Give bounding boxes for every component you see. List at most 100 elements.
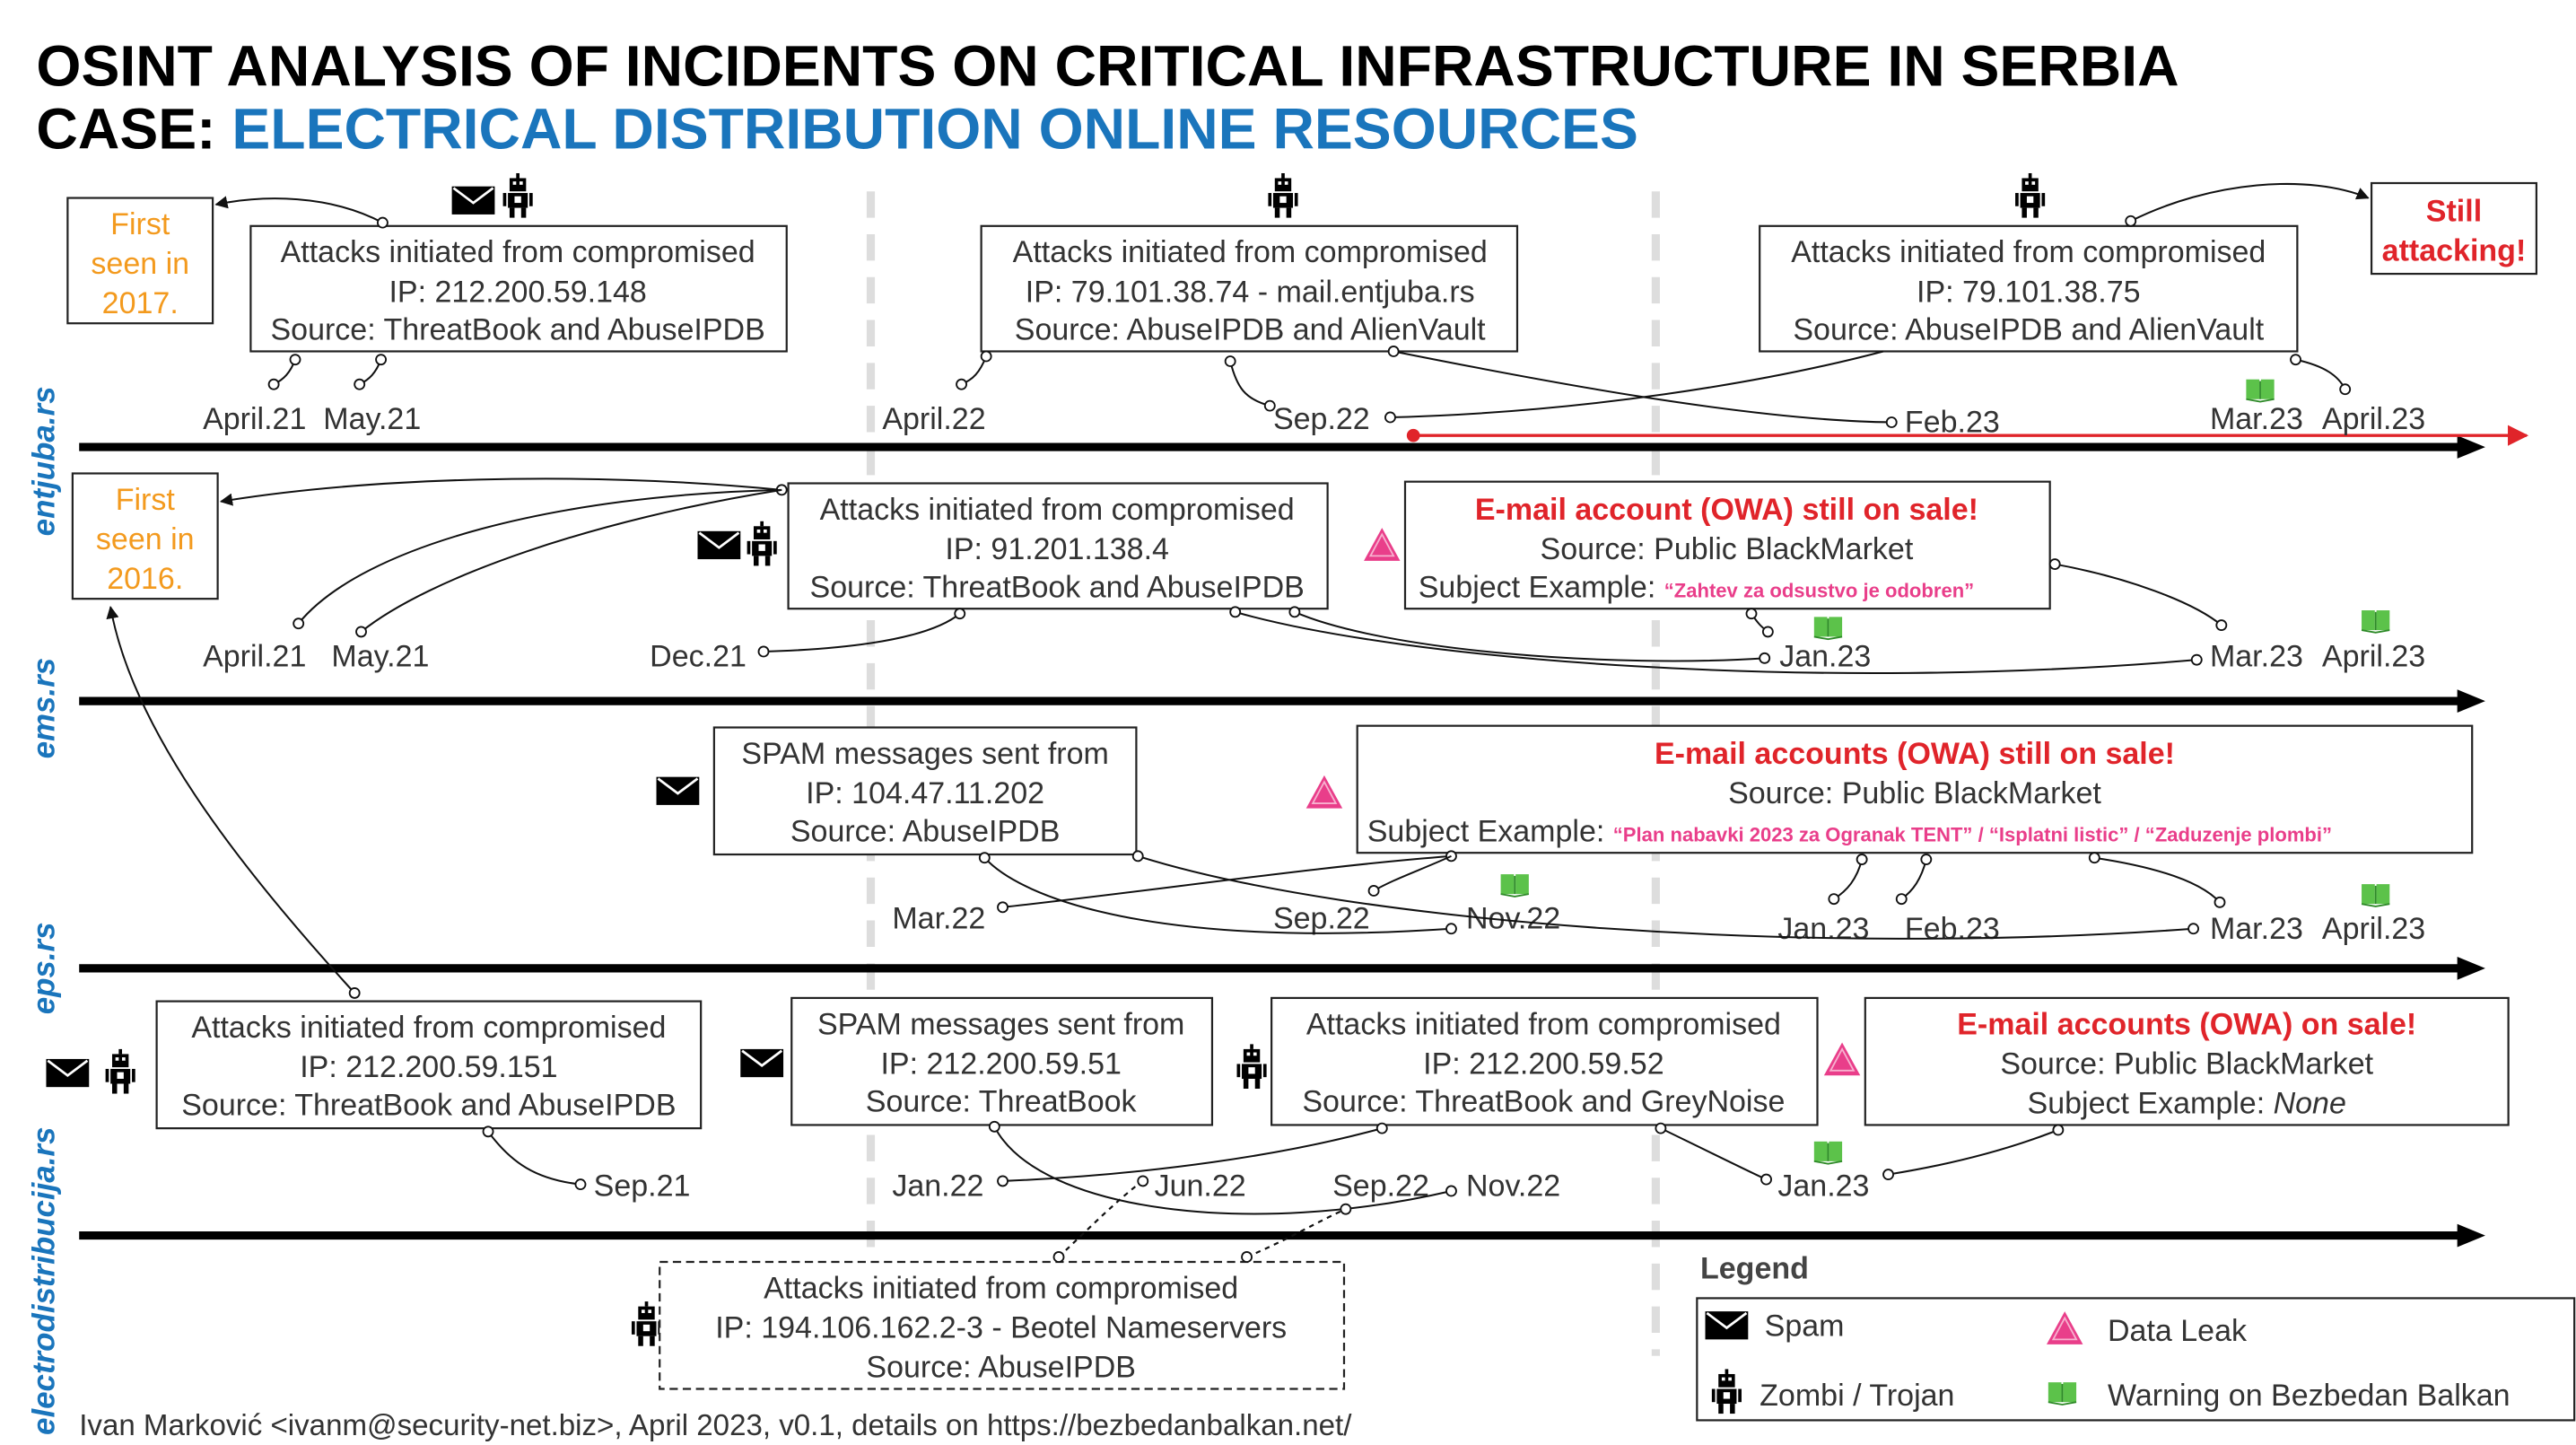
legend-box xyxy=(1696,1297,2576,1422)
entjuba-first-seen-2: seen in xyxy=(91,247,189,281)
subject-label: Subject Example: xyxy=(1419,570,1664,604)
subject-label: Subject Example: xyxy=(1367,814,1613,848)
entjuba-box2 xyxy=(980,224,1519,353)
entjuba-box2-line3: Source: AbuseIPDB and AlienVault xyxy=(1015,313,1486,347)
subject-value: “Plan nabavki 2023 za Ogranak TENT” / “I… xyxy=(1613,823,2332,845)
zombi-robot-icon xyxy=(105,1048,135,1094)
electro-box1-line3: Source: ThreatBook and AbuseIPDB xyxy=(181,1088,676,1122)
eps-box2-title: E-mail accounts (OWA) still on sale! xyxy=(1655,737,2175,771)
eps-box1-line1: SPAM messages sent from xyxy=(741,737,1108,771)
subject-label: Subject Example: xyxy=(2028,1087,2274,1121)
date-label: April.23 xyxy=(2322,912,2425,946)
warning-book-icon xyxy=(1812,1140,1843,1165)
entjuba-box1-line3: Source: ThreatBook and AbuseIPDB xyxy=(270,313,764,347)
electro-box3-line3: Source: ThreatBook and GreyNoise xyxy=(1302,1085,1785,1119)
date-label: May.21 xyxy=(331,640,429,674)
legend-data-leak: Data Leak xyxy=(2108,1314,2248,1348)
spam-envelope-icon xyxy=(738,1047,785,1079)
subject-value: None xyxy=(2274,1087,2346,1121)
entjuba-box1-line2: IP: 212.200.59.148 xyxy=(389,275,646,309)
warning-book-icon xyxy=(1499,873,1530,898)
electro-box2-line2: IP: 212.200.59.51 xyxy=(880,1047,1121,1081)
zombi-robot-icon xyxy=(1236,1044,1267,1090)
warning-book-icon xyxy=(2361,883,2391,907)
spam-envelope-icon xyxy=(655,775,701,807)
eps-box2-subject: Subject Example: “Plan nabavki 2023 za O… xyxy=(1367,814,2332,848)
legend-warning: Warning on Bezbedan Balkan xyxy=(2108,1379,2511,1413)
ems-box2-source: Source: Public BlackMarket xyxy=(1541,532,1914,566)
date-label: Jan.23 xyxy=(1779,640,1871,674)
title-line1: OSINT ANALYSIS OF INCIDENTS ON CRITICAL … xyxy=(36,34,2179,99)
date-label: Mar.23 xyxy=(2210,402,2303,436)
electro-box2 xyxy=(790,996,1214,1126)
electro-box4-source: Source: Public BlackMarket xyxy=(2000,1047,2373,1081)
footer-credit: Ivan Marković <ivanm@security-net.biz>, … xyxy=(79,1409,1352,1442)
electro-box3-line1: Attacks initiated from compromised xyxy=(1306,1007,1781,1041)
electro-box5-line3: Source: AbuseIPDB xyxy=(866,1351,1136,1385)
eps-box1 xyxy=(712,726,1138,856)
electro-box4 xyxy=(1864,996,2510,1126)
entjuba-box1-line1: Attacks initiated from compromised xyxy=(281,235,755,269)
entjuba-first-seen-3: 2017. xyxy=(102,286,179,320)
date-label: Nov.22 xyxy=(1466,1169,1560,1203)
date-label: Sep.21 xyxy=(594,1169,691,1203)
date-label: Mar.23 xyxy=(2210,640,2303,674)
case-prefix: CASE: xyxy=(36,96,231,161)
warning-book-icon xyxy=(2047,1381,2077,1406)
title-line2: CASE: ELECTRICAL DISTRIBUTION ONLINE RES… xyxy=(36,96,1637,161)
electro-box4-subject: Subject Example: None xyxy=(2028,1087,2346,1121)
ems-box2 xyxy=(1403,480,2051,610)
ems-box1-line3: Source: ThreatBook and AbuseIPDB xyxy=(810,570,1305,604)
ems-first-seen-3: 2016. xyxy=(107,562,183,596)
electro-box4-title: E-mail accounts (OWA) on sale! xyxy=(1957,1007,2416,1041)
electro-box5 xyxy=(659,1260,1346,1390)
date-label: Sep.22 xyxy=(1273,902,1370,936)
entjuba-box1 xyxy=(249,224,788,353)
entjuba-box3-line2: IP: 79.101.38.75 xyxy=(1917,275,2141,309)
zombi-robot-icon xyxy=(747,521,777,566)
zombi-robot-icon xyxy=(2015,172,2046,218)
date-label: April.21 xyxy=(203,402,306,436)
electro-box3 xyxy=(1271,996,1819,1126)
entjuba-box3-line3: Source: AbuseIPDB and AlienVault xyxy=(1793,313,2264,347)
eps-box2-source: Source: Public BlackMarket xyxy=(1728,776,2101,810)
data-leak-triangle-icon xyxy=(1822,1041,1862,1077)
date-label: Nov.22 xyxy=(1466,902,1560,936)
zombi-robot-icon xyxy=(502,172,533,218)
date-label: Sep.22 xyxy=(1273,402,1370,436)
ems-box2-subject: Subject Example: “Zahtev za odsustvo je … xyxy=(1419,570,1975,604)
date-label: Jan.23 xyxy=(1777,912,1869,946)
date-label: Feb.23 xyxy=(1905,406,2000,440)
date-label: Jun.22 xyxy=(1155,1169,1246,1203)
date-label: April.22 xyxy=(882,402,985,436)
date-label: Jan.22 xyxy=(892,1169,983,1203)
domain-ems: ems.rs xyxy=(27,658,62,759)
zombi-robot-icon xyxy=(631,1301,662,1346)
date-label: April.23 xyxy=(2322,640,2425,674)
warning-book-icon xyxy=(1812,616,1843,641)
electro-box2-line3: Source: ThreatBook xyxy=(866,1085,1138,1119)
data-leak-triangle-icon xyxy=(1363,527,1402,562)
date-label: Dec.21 xyxy=(650,640,747,674)
entjuba-box3-line1: Attacks initiated from compromised xyxy=(1791,235,2266,269)
still-attacking-1: Still xyxy=(2426,194,2482,228)
ems-first-seen-2: seen in xyxy=(96,522,195,556)
entjuba-first-seen-box xyxy=(66,197,214,325)
eps-box1-line2: IP: 104.47.11.202 xyxy=(806,776,1044,810)
entjuba-first-seen-1: First xyxy=(110,207,170,241)
case-name: ELECTRICAL DISTRIBUTION ONLINE RESOURCES xyxy=(231,96,1637,161)
warning-book-icon xyxy=(2245,378,2275,403)
zombi-robot-icon xyxy=(1268,172,1298,218)
entjuba-box2-line2: IP: 79.101.38.74 - mail.entjuba.rs xyxy=(1026,275,1475,309)
still-attacking-box xyxy=(2370,181,2537,276)
legend-title: Legend xyxy=(1700,1251,1809,1285)
electro-box1-line1: Attacks initiated from compromised xyxy=(191,1011,666,1045)
electro-box5-line1: Attacks initiated from compromised xyxy=(764,1271,1238,1305)
ems-box2-title: E-mail account (OWA) still on sale! xyxy=(1475,493,1978,527)
entjuba-box2-line1: Attacks initiated from compromised xyxy=(1013,235,1488,269)
eps-box1-line3: Source: AbuseIPDB xyxy=(790,814,1061,848)
ems-first-seen-1: First xyxy=(116,483,176,517)
entjuba-box3 xyxy=(1759,224,2299,353)
electro-box3-line2: IP: 212.200.59.52 xyxy=(1423,1047,1663,1081)
date-label: Feb.23 xyxy=(1905,912,2000,946)
